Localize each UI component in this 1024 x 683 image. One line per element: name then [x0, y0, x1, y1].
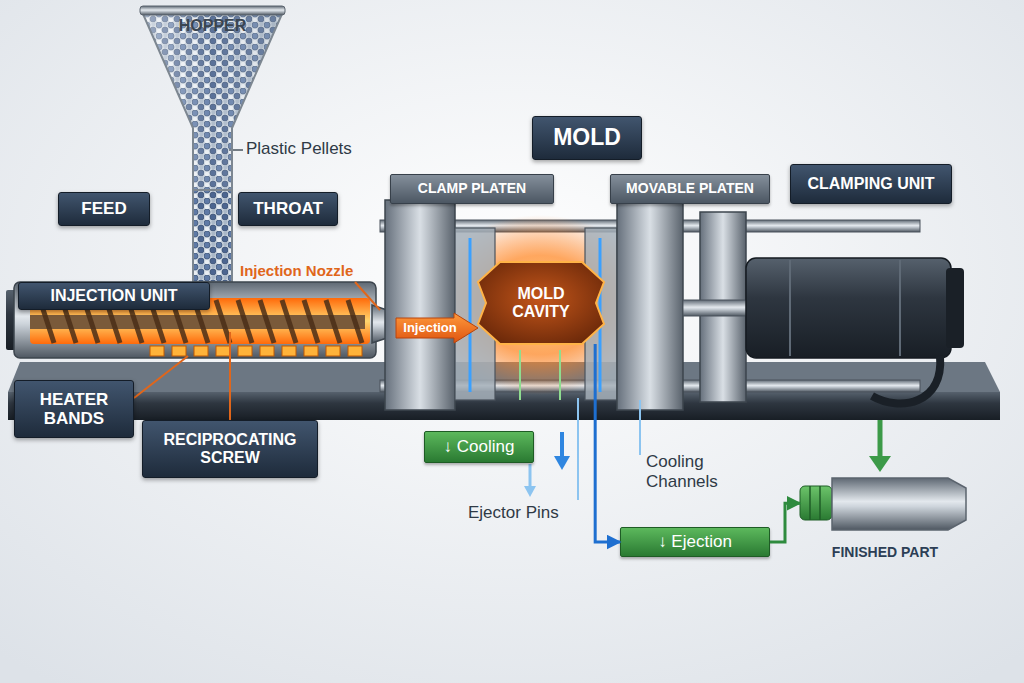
movable-platen-box: MOVABLE PLATEN: [610, 174, 770, 204]
node-text: RECIPROCATING SCREW: [149, 431, 311, 467]
injection-arrow: Injection: [396, 313, 478, 343]
node-text: INJECTION UNIT: [50, 287, 177, 305]
node-text: HEATER BANDS: [21, 390, 127, 428]
node-text: MOLD: [553, 125, 621, 151]
connector-layer: [595, 344, 800, 542]
flow-arrow: [595, 344, 620, 542]
cylinder-ring: [790, 260, 900, 356]
machine-base: [8, 392, 1000, 420]
part-label: Injection Nozzle: [240, 262, 353, 279]
ejection-arrow: [869, 456, 891, 472]
mold-cavity: MOLD CAVITY: [478, 262, 604, 344]
leader-line: [229, 332, 231, 420]
clamp-platen-box: CLAMP PLATEN: [390, 174, 554, 204]
finished-part: FINISHED PART: [800, 470, 970, 565]
cavity-shape: [478, 262, 604, 344]
cylinder-cap: [946, 268, 964, 348]
heater-band: [238, 346, 252, 356]
ejection-arrow: [878, 420, 883, 458]
heater-band: [150, 346, 164, 356]
heater-band: [304, 346, 318, 356]
feed-box: FEED: [58, 192, 150, 226]
piston-rod: [683, 300, 753, 316]
ejection-box: ↓ Ejection: [620, 527, 770, 557]
part-connector: [800, 486, 832, 520]
throat-box: THROAT: [238, 192, 338, 226]
heater-band: [282, 346, 296, 356]
mold-box: MOLD: [532, 116, 642, 160]
ejector-pin: [559, 350, 561, 400]
node-text: FEED: [81, 199, 126, 218]
cooling-box: ↓ Cooling: [424, 431, 534, 463]
injection-unit-box: INJECTION UNIT: [18, 282, 210, 310]
hopper: HOPPER: [140, 4, 285, 190]
leader-line: [577, 398, 579, 500]
flow-arrow: [770, 503, 800, 542]
heater-band: [194, 346, 208, 356]
node-text: ↓ Ejection: [658, 532, 732, 551]
heater-band: [172, 346, 186, 356]
heater-band: [216, 346, 230, 356]
cooling-arrow: [524, 486, 536, 497]
screw-box: RECIPROCATING SCREW: [142, 420, 318, 478]
movable-platen: [617, 200, 683, 410]
node-text: MOVABLE PLATEN: [626, 181, 754, 197]
node-text: MOLD CAVITY: [496, 285, 586, 321]
leader-line: [355, 282, 380, 310]
node-text: HOPPER: [179, 17, 247, 35]
node-text: ↓ Cooling: [444, 437, 515, 456]
leader-line: [639, 400, 641, 455]
cooling-channel: [469, 238, 472, 392]
node-text: CLAMPING UNIT: [807, 175, 934, 193]
cooling-arrow: [560, 432, 564, 458]
hopper-rim: [140, 6, 285, 15]
finished-part-body: [832, 478, 966, 530]
fixed-platen: [385, 200, 455, 410]
hopper-outline: [143, 14, 282, 190]
heater-band: [348, 346, 362, 356]
cooling-arrow: [554, 456, 570, 470]
ejector-pin: [519, 350, 521, 400]
node-text: Injection: [403, 321, 456, 336]
part-label: Ejector Pins: [468, 503, 559, 523]
clamping-unit-box: CLAMPING UNIT: [790, 164, 952, 204]
heater-band: [260, 346, 274, 356]
node-text: CLAMP PLATEN: [418, 181, 526, 197]
node-text: FINISHED PART: [832, 545, 938, 561]
injection-arrow-shape: [396, 313, 478, 343]
part-label: Cooling Channels: [646, 452, 746, 491]
heater-band: [150, 346, 362, 356]
heater-bands-box: HEATER BANDS: [14, 380, 134, 438]
clamp-cylinder: [746, 258, 951, 358]
injection-barrel: [14, 282, 376, 358]
part-label: Plastic Pellets: [246, 139, 352, 159]
throat-tube: [193, 190, 232, 282]
node-text: THROAT: [253, 199, 323, 218]
leader-line: [134, 356, 188, 398]
part-connector: [810, 486, 820, 520]
heater-band: [326, 346, 340, 356]
cooling-arrow: [529, 464, 532, 488]
hydraulic-hose: [872, 356, 940, 403]
